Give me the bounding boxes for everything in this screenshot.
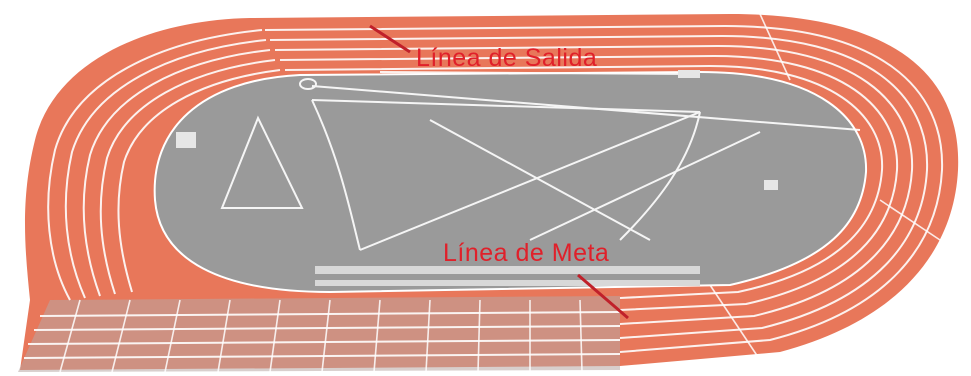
finish-line-label: Línea de Meta <box>443 239 610 267</box>
finish-strip <box>315 266 700 274</box>
finish-line-pointer <box>577 273 629 320</box>
straight-cross-lines <box>59 13 941 373</box>
field-object <box>176 132 196 148</box>
start-line-pointer <box>369 24 411 54</box>
field-object <box>678 70 700 78</box>
field-object <box>764 180 778 190</box>
field-markings <box>220 71 861 251</box>
start-line-label: Línea de Salida <box>416 44 598 72</box>
infield <box>153 70 868 294</box>
lane-lines <box>23 24 944 359</box>
finish-strip <box>315 280 700 286</box>
